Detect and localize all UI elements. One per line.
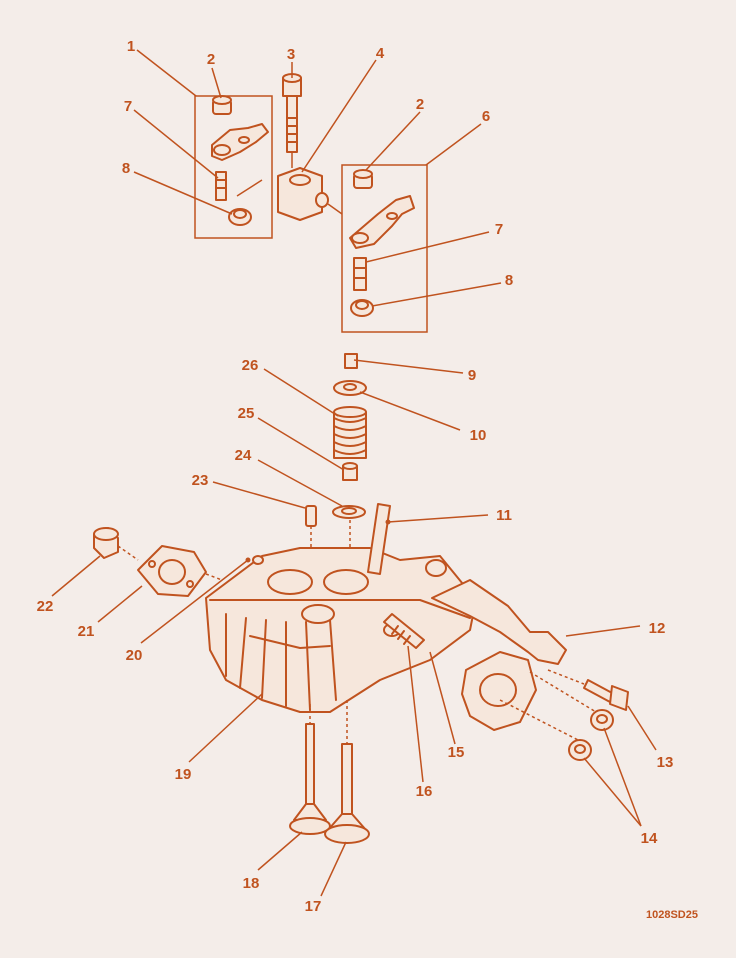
rocker-box-right [341, 164, 428, 333]
leader-lines [51, 49, 657, 897]
callout-7-right: 7 [495, 221, 503, 238]
valve-seal-25 [342, 462, 358, 481]
callout-10: 10 [470, 427, 487, 444]
callout-13: 13 [657, 754, 674, 771]
callout-24: 24 [235, 447, 252, 464]
callout-21: 21 [78, 623, 95, 640]
callout-20: 20 [126, 647, 143, 664]
intake-cap-22 [93, 527, 119, 559]
rocker-arm-right [349, 195, 415, 249]
callout-6: 6 [482, 108, 490, 125]
rocker-pivot-left [215, 171, 227, 201]
callout-14: 14 [641, 830, 658, 847]
rocker-assembly-right [341, 164, 428, 333]
intake-gasket-21 [137, 545, 207, 597]
callout-7-left: 7 [124, 98, 132, 115]
spring-retainer-10 [333, 380, 367, 396]
rocker-bracket-4 [277, 152, 343, 221]
rocker-nut-left [212, 95, 232, 115]
rocker-box-left [194, 95, 273, 239]
bolt-3 [282, 73, 302, 153]
callout-11: 11 [496, 507, 512, 524]
nut-14-upper [590, 709, 614, 731]
callout-2-right: 2 [416, 96, 424, 113]
callout-labels: 1 2 3 4 7 2 6 8 7 8 26 9 25 10 24 23 11 … [37, 38, 698, 921]
diagram-code: 1028SD25 [646, 909, 698, 921]
rocker-seat-right [350, 299, 374, 317]
callout-4: 4 [376, 45, 385, 62]
valve-spring-26 [333, 406, 367, 459]
exhaust-stud-16 [383, 613, 425, 649]
exhaust-gasket-15 [461, 651, 537, 731]
rocker-assembly-left [194, 95, 273, 239]
callout-12: 12 [649, 620, 666, 637]
rocker-seat-left [228, 208, 252, 226]
lift-bracket-12 [431, 579, 567, 665]
callout-17: 17 [305, 898, 322, 915]
callout-1: 1 [127, 38, 135, 55]
valve-keeper-9 [344, 353, 358, 369]
callout-15: 15 [448, 744, 465, 761]
callout-19: 19 [175, 766, 192, 783]
callout-9: 9 [468, 367, 476, 384]
callout-23: 23 [192, 472, 209, 489]
callout-2-left: 2 [207, 51, 215, 68]
callout-8-left: 8 [122, 160, 130, 177]
callout-16: 16 [416, 783, 433, 800]
rocker-arm-left [211, 123, 269, 161]
nut-14-lower [568, 739, 592, 761]
callout-22: 22 [37, 598, 54, 615]
callout-26: 26 [242, 357, 259, 374]
cylinder-head-19 [205, 547, 477, 713]
intake-valve-17 [324, 743, 370, 844]
rocker-nut-right [353, 169, 373, 189]
callout-25: 25 [238, 405, 255, 422]
exhaust-valve-18 [289, 723, 331, 835]
dowel-pin-23 [305, 505, 317, 527]
callout-3: 3 [287, 46, 295, 63]
spring-washer-24 [332, 505, 366, 519]
bolt-13 [547, 669, 629, 711]
rocker-pivot-right [353, 257, 367, 291]
callout-18: 18 [243, 875, 260, 892]
breather-tube-11 [367, 503, 391, 575]
callout-8-right: 8 [505, 272, 513, 289]
